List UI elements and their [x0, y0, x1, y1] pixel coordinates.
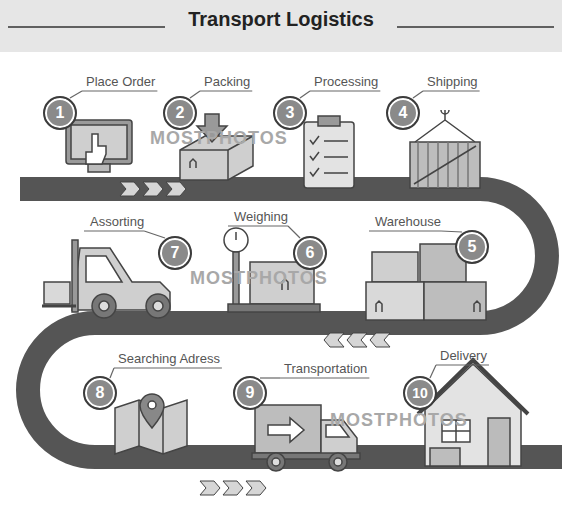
leader-line [114, 367, 222, 368]
step-label: Processing [314, 74, 378, 89]
step-circle: Place Order1 [43, 96, 77, 130]
step-circle: Warehouse5 [455, 230, 489, 264]
leader-line [423, 90, 480, 91]
leader-line [288, 226, 300, 238]
callout-number: 10 [405, 378, 435, 408]
leader-line [228, 225, 288, 226]
leader-line [70, 91, 82, 98]
step-circle: Assorting7 [158, 236, 192, 270]
watermark: MOSTPHOTOS [190, 268, 328, 289]
step-label: Transportation [284, 361, 367, 376]
forklift-icon [42, 240, 170, 318]
title: Transport Logistics [0, 8, 562, 31]
leader-line [436, 364, 489, 365]
callout-number: 8 [85, 378, 115, 408]
step-label: Weighing [234, 209, 288, 224]
step-label: Packing [204, 74, 250, 89]
leader-line [430, 365, 436, 378]
step-label: Searching Adress [118, 351, 220, 366]
leader-line [190, 91, 200, 98]
callout-number: 4 [388, 98, 418, 128]
leader-line [300, 91, 310, 98]
leader-line [369, 230, 441, 231]
watermark: MOSTPHOTOS [150, 128, 288, 149]
callout-number: 7 [160, 238, 190, 268]
callout-number: 9 [235, 378, 265, 408]
step-circle: Transportation9 [233, 376, 267, 410]
step-label: Delivery [440, 348, 487, 363]
leader-line [310, 90, 380, 91]
map-icon [115, 394, 187, 454]
leader-line [280, 377, 369, 378]
step-circle: Weighing6 [293, 236, 327, 270]
callout-number: 3 [275, 98, 305, 128]
callout-number: 6 [295, 238, 325, 268]
callout-number: 1 [45, 98, 75, 128]
leader-line [84, 230, 144, 231]
step-label: Place Order [86, 74, 155, 89]
leader-line [82, 90, 157, 91]
step-circle: Shipping4 [386, 96, 420, 130]
step-label: Warehouse [375, 214, 441, 229]
step-circle: Packing2 [163, 96, 197, 130]
leader-line [413, 91, 423, 98]
leader-line [441, 231, 462, 232]
step-circle: Processing3 [273, 96, 307, 130]
leader-line [260, 377, 280, 378]
leader-line [110, 368, 114, 378]
leader-line [200, 90, 252, 91]
step-label: Assorting [90, 214, 144, 229]
step-label: Shipping [427, 74, 478, 89]
step-circle: Searching Adress8 [83, 376, 117, 410]
callout-number: 2 [165, 98, 195, 128]
step-circle: Delivery10 [403, 376, 437, 410]
watermark: MOSTPHOTOS [330, 410, 468, 431]
callout-number: 5 [457, 232, 487, 262]
clipboard-icon [304, 116, 354, 188]
title-band [0, 0, 562, 52]
container-icon [410, 110, 480, 188]
leader-line [144, 231, 165, 238]
monitor-icon [66, 120, 132, 172]
